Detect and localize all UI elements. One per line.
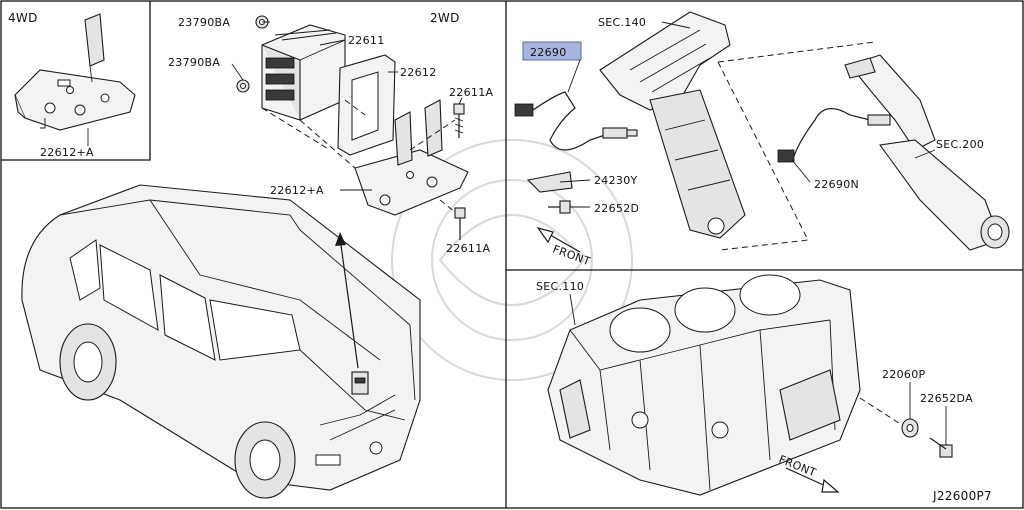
label-2wd: 2WD: [430, 11, 460, 25]
label-4wd: 4WD: [8, 11, 38, 25]
bracket-4wd-illustration: [14, 13, 136, 140]
label-22612a-4wd: 22612+A: [40, 146, 94, 159]
label-sec140: SEC.140: [598, 16, 646, 29]
leader-lines-right-bottom: [569, 293, 947, 445]
label-22060p: 22060P: [882, 368, 925, 381]
label-22690-highlighted: 22690: [530, 46, 567, 59]
label-23790ba-top: 23790BA: [178, 16, 230, 29]
part-22690-highlight: [522, 41, 582, 61]
label-24230y: 24230Y: [594, 174, 638, 187]
label-22690n: 22690N: [814, 178, 859, 191]
exhaust-manifold-illustration: [514, 11, 1010, 253]
vehicle-illustration: [21, 184, 421, 499]
label-23790ba-left: 23790BA: [168, 56, 220, 69]
label-22652d: 22652D: [594, 202, 639, 215]
label-22612a-2wd: 22612+A: [270, 184, 324, 197]
label-22612: 22612: [400, 66, 437, 79]
leader-lines-right-top: [559, 21, 936, 208]
ecu-assembly-illustration: [236, 15, 469, 240]
watermark-emblem: [391, 139, 633, 381]
diagram-id: J22600P7: [932, 489, 992, 503]
leader-lines-left: [87, 21, 463, 240]
engine-block-illustration: [547, 274, 953, 496]
label-22652da: 22652DA: [920, 392, 973, 405]
label-sec110: SEC.110: [536, 280, 584, 293]
label-22611a-bottom: 22611A: [446, 242, 490, 255]
label-22611: 22611: [348, 34, 385, 47]
label-22611a-top: 22611A: [449, 86, 493, 99]
label-sec200: SEC.200: [936, 138, 984, 151]
